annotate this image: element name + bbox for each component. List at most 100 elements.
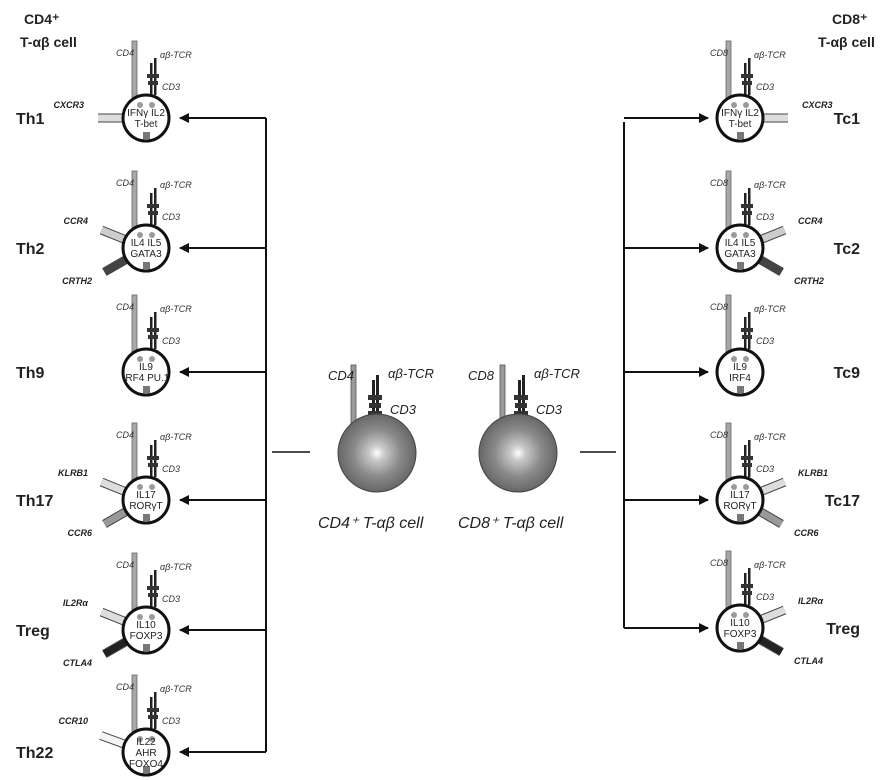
subset-cell: CD8αβ-TCRCD3CXCR3IFNγ IL2T-betTc1: [710, 41, 860, 141]
nucleus-icon: [143, 262, 150, 269]
cell-factor-text: AHR: [135, 748, 156, 759]
tcr-label: αβ-TCR: [754, 50, 786, 60]
tcr-chain-icon: [744, 445, 747, 477]
receptor-label: KLRB1: [798, 468, 828, 478]
cd3-complex-icon: [148, 335, 158, 339]
subset-name: Tc1: [834, 111, 860, 128]
tcr-label: αβ-TCR: [160, 684, 192, 694]
receptor-label: CCR4: [63, 216, 88, 226]
subset-name: Tc9: [834, 365, 860, 382]
cd4-caption: CD4⁺ T-αβ cell: [318, 515, 424, 532]
cd3-label: CD3: [756, 464, 774, 474]
cell-factor-text: IL4 IL5: [725, 238, 756, 249]
cell-factor-text: FOXO4: [129, 759, 163, 770]
receptor-label: CXCR3: [802, 100, 833, 110]
subset-name: Treg: [826, 621, 860, 638]
cd3-label: CD3: [162, 82, 180, 92]
cd3-label: CD3: [390, 402, 417, 417]
cell-factor-text: FOXP3: [130, 631, 163, 642]
tcr-label: αβ-TCR: [160, 50, 192, 60]
cell-factor-text: IL17: [730, 490, 750, 501]
cell-factor-text: IRF4 PU.1: [123, 373, 170, 384]
left-connector-lines: [266, 118, 310, 752]
surface-receptor-fill: [101, 736, 125, 745]
coreceptor-label: CD8: [710, 302, 728, 312]
cell-factor-text: T-bet: [729, 119, 752, 130]
surface-receptor-fill: [101, 612, 125, 622]
cd3-label: CD3: [536, 402, 563, 417]
subset-name: Tc17: [825, 493, 860, 510]
coreceptor-label: CD8: [710, 48, 728, 58]
cell-factor-text: T-bet: [135, 119, 158, 130]
receptor-label: CRTH2: [794, 276, 824, 286]
cell-factor-text: IFNγ IL2: [127, 108, 165, 119]
cd8-caption: CD8⁺ T-αβ cell: [458, 515, 564, 532]
cell-factor-text: IL22: [136, 737, 156, 748]
subset-cell: CD8αβ-TCRCD3IL2RαCTLA4IL10FOXP3Treg: [710, 551, 860, 666]
cd3-label: CD3: [756, 82, 774, 92]
cell-factor-text: GATA3: [724, 249, 756, 260]
cd3-complex-icon: [147, 456, 159, 460]
surface-receptor-fill: [101, 230, 125, 240]
central-cd4-cell: CD4 αβ-TCR CD3 CD4⁺ T-αβ cell: [318, 365, 434, 532]
cell-factor-text: FOXP3: [724, 629, 757, 640]
receptor-label: IL2Rα: [63, 598, 89, 608]
cd8-label: CD8: [468, 368, 495, 383]
cell-factor-text: IL17: [136, 490, 156, 501]
cd3-label: CD3: [162, 464, 180, 474]
cell-factor-text: IL10: [136, 620, 156, 631]
cd3-label: CD3: [756, 212, 774, 222]
surface-receptor-fill: [760, 482, 784, 492]
receptor-label: IL2Rα: [798, 596, 824, 606]
subset-name: Tc2: [834, 241, 860, 258]
cd3-complex-icon: [147, 708, 159, 712]
cd3-complex-icon: [741, 456, 753, 460]
tcr-label: αβ-TCR: [754, 560, 786, 570]
arrows-group: [180, 118, 708, 752]
right-header-line1: CD8⁺: [832, 11, 867, 27]
coreceptor-label: CD4: [116, 302, 134, 312]
cd3-complex-icon: [741, 328, 753, 332]
nucleus-icon: [143, 644, 150, 651]
nucleus-icon: [143, 132, 150, 139]
cd4-cell-body: [338, 414, 416, 492]
cell-factor-text: IL10: [730, 618, 750, 629]
central-cd8-cell: CD8 αβ-TCR CD3 CD8⁺ T-αβ cell: [458, 365, 580, 532]
tcr-chain-icon: [744, 317, 747, 349]
cd3-complex-icon: [742, 591, 752, 595]
surface-receptor-fill: [760, 610, 784, 620]
surface-receptor-fill: [760, 230, 784, 240]
subset-name: Th9: [16, 365, 45, 382]
subset-cell: CD4αβ-TCRCD3CCR10IL22AHRFOXO4Th22: [16, 675, 192, 775]
receptor-label: CTLA4: [63, 658, 92, 668]
left-subset-cells: CD4αβ-TCRCD3CXCR3IFNγ IL2T-betTh1CD4αβ-T…: [16, 41, 192, 775]
subset-cell: CD4αβ-TCRCD3IL9IRF4 PU.1Th9: [16, 295, 192, 395]
cell-factor-text: RORγT: [723, 501, 756, 512]
cell-factor-text: IL9: [733, 362, 747, 373]
tcr-label: αβ-TCR: [160, 304, 192, 314]
coreceptor-label: CD8: [710, 430, 728, 440]
cd3-complex-icon: [741, 584, 753, 588]
cd3-complex-icon: [148, 463, 158, 467]
cd3-complex-icon: [741, 74, 753, 78]
coreceptor-label: CD8: [710, 558, 728, 568]
cd3-complex-icon: [742, 335, 752, 339]
cd8-cell-body: [479, 414, 557, 492]
cd3-complex-icon: [148, 211, 158, 215]
tcr-chain-icon: [150, 575, 153, 607]
tcr-chain-icon: [744, 63, 747, 95]
surface-receptor-fill: [101, 482, 125, 492]
subset-cell: CD4αβ-TCRCD3CXCR3IFNγ IL2T-betTh1: [16, 41, 192, 141]
coreceptor-label: CD8: [710, 178, 728, 188]
receptor-label: CCR6: [794, 528, 819, 538]
nucleus-icon: [737, 262, 744, 269]
cd3-label: CD3: [162, 594, 180, 604]
subset-name: Treg: [16, 623, 50, 640]
tcr-label: αβ-TCR: [388, 366, 434, 381]
cd4-label: CD4: [328, 368, 354, 383]
cd3-complex-icon: [147, 328, 159, 332]
